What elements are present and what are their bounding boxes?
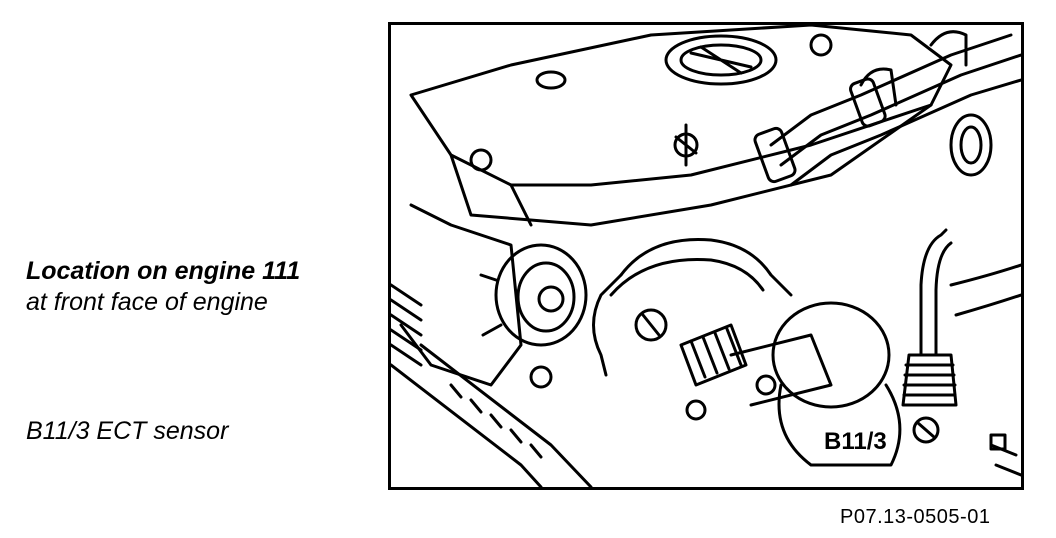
coolant-pipe (949, 263, 1021, 287)
ect-sensor (901, 228, 958, 407)
bolt (469, 148, 493, 172)
radiator-slats (391, 283, 593, 487)
engine-line-drawing (391, 25, 1021, 487)
coolant-hose (619, 237, 793, 297)
oil-filler-cap (664, 34, 778, 86)
bolt (809, 33, 833, 57)
engine-illustration-frame (388, 22, 1024, 490)
timing-cover (399, 203, 523, 387)
legend-entry: B11/3 ECT sensor (26, 417, 229, 445)
injector (753, 126, 797, 184)
bolt (912, 416, 940, 444)
sensor-callout-label: B11/3 (820, 428, 891, 456)
figure-reference-code: P07.13-0505-01 (840, 506, 991, 528)
pulley (494, 243, 588, 347)
thermostat-housing (771, 301, 891, 409)
injector (849, 77, 887, 128)
injection-lines (769, 33, 1013, 147)
threaded-fitting (679, 323, 748, 387)
caption-title: Location on engine 111 (26, 257, 301, 285)
caption-subtitle: at front face of engine (26, 288, 268, 316)
